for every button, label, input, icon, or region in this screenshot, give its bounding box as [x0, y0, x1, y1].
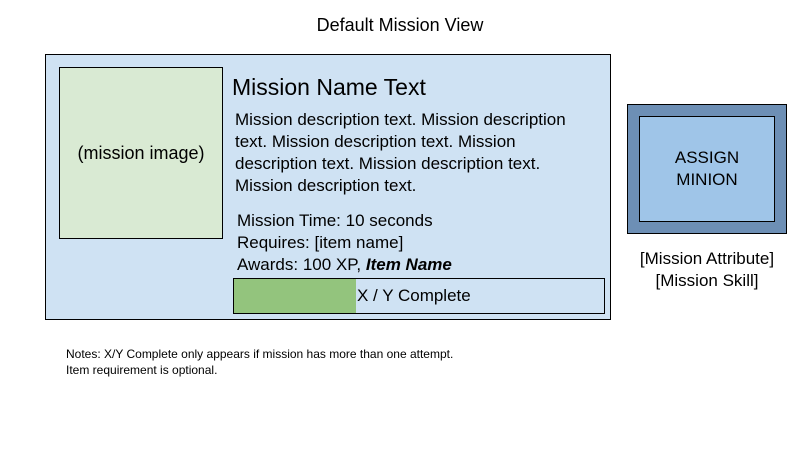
progress-label: X / Y Complete — [357, 286, 471, 305]
assign-button-line1: ASSIGN — [674, 148, 740, 167]
mission-name: Mission Name Text — [232, 74, 426, 100]
mission-time: Mission Time: 10 seconds — [237, 211, 433, 230]
assign-minion-button-face[interactable]: ASSIGN MINION — [639, 116, 775, 222]
awards-prefix: Awards: 100 XP, — [237, 255, 362, 274]
progress-fill — [234, 279, 357, 313]
page-title: Default Mission View — [316, 15, 484, 35]
mission-panel: (mission image) Mission Name Text Missio… — [45, 54, 611, 320]
notes-line-2: Item requirement is optional. — [66, 363, 218, 377]
mission-awards: Awards: 100 XP, Item Name — [237, 254, 452, 276]
assign-minion-button[interactable]: ASSIGN MINION — [627, 104, 787, 234]
notes-line-1: Notes: X/Y Complete only appears if miss… — [66, 347, 454, 361]
mission-description: Mission description text. Mission descri… — [235, 110, 566, 195]
mission-attribute: [Mission Attribute] — [639, 249, 775, 268]
mission-image: (mission image) — [59, 67, 223, 239]
mission-requires: Requires: [item name] — [237, 233, 404, 252]
mission-stats: Mission Time: 10 seconds Requires: [item… — [237, 210, 452, 276]
mission-skill: [Mission Skill] — [655, 271, 759, 290]
assign-button-line2: MINION — [676, 170, 738, 189]
awards-item-name: Item Name — [365, 255, 452, 274]
notes: Notes: X/Y Complete only appears if miss… — [66, 346, 453, 378]
mission-image-label: (mission image) — [77, 142, 205, 163]
progress-bar: X / Y Complete — [233, 278, 605, 314]
